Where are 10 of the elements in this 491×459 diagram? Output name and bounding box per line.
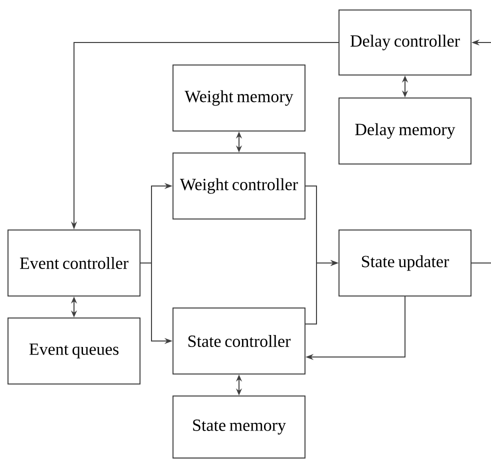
connector-line (471, 262, 491, 264)
process-box: State controller (172, 308, 306, 374)
process-box: Delay controller (338, 10, 472, 76)
process-box: State updater (338, 230, 472, 296)
process-box: Event controller (8, 230, 140, 296)
process-box: Weight memory (172, 64, 306, 132)
process-box: State memory (172, 396, 306, 458)
process-box: Event queues (8, 318, 140, 384)
process-box: Delay memory (338, 98, 472, 164)
process-box: Weight controller (172, 152, 306, 220)
